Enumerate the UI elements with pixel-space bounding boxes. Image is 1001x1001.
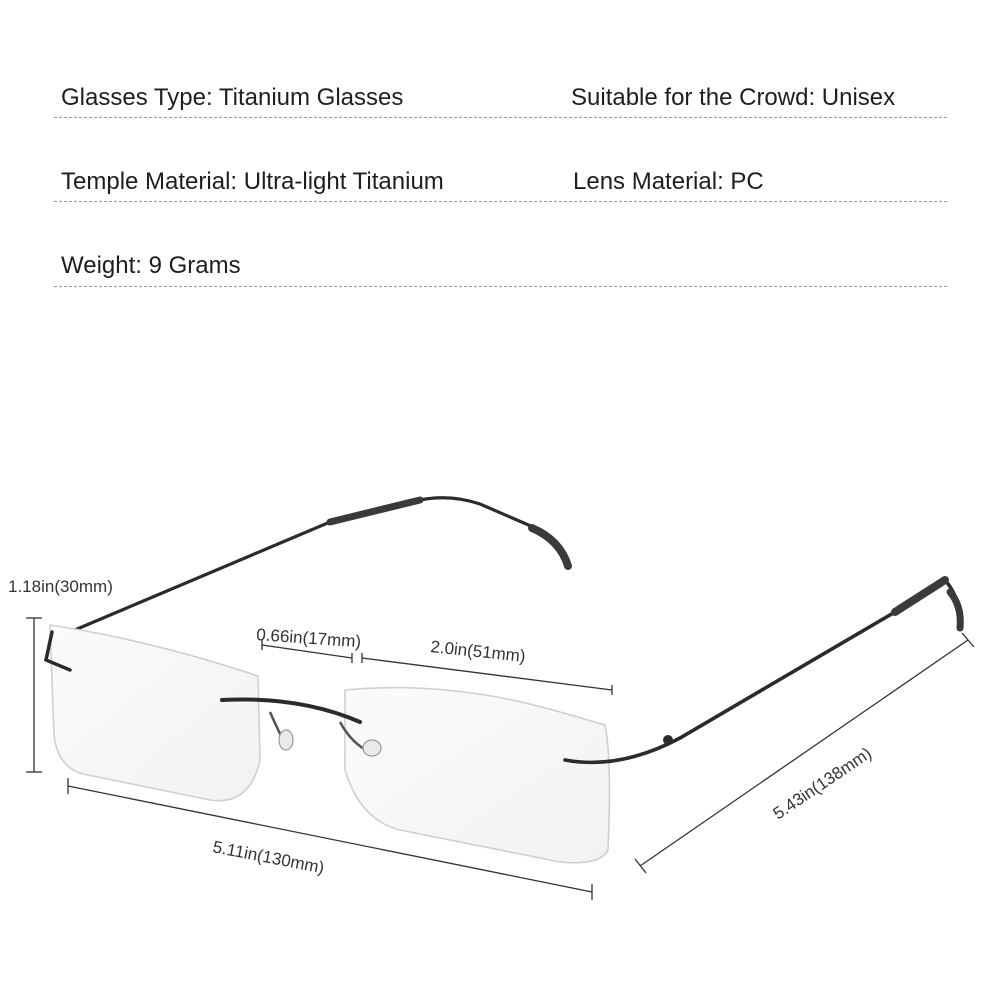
bridge xyxy=(220,697,382,757)
spec-crowd: Suitable for the Crowd: Unisex xyxy=(571,84,896,111)
lens-height-dimension: 1.18in(30mm) xyxy=(8,577,113,773)
spec-weight: Weight: 9 Grams xyxy=(61,252,241,279)
spec-divider-3 xyxy=(54,286,947,287)
lens-width-dimension: 2.0in(51mm) xyxy=(361,637,613,695)
spec-divider-1 xyxy=(54,117,947,118)
spec-glasses-type: Glasses Type: Titanium Glasses xyxy=(61,84,404,111)
temple-length-dimension: 5.43in(138mm) xyxy=(634,632,975,874)
lens-width-label: 2.0in(51mm) xyxy=(430,637,527,666)
bridge-width-dimension: 0.66in(17mm) xyxy=(256,625,362,663)
temple-length-label: 5.43in(138mm) xyxy=(770,744,875,824)
far-temple-arm xyxy=(68,496,572,634)
lens-height-label: 1.18in(30mm) xyxy=(8,577,113,596)
left-lens xyxy=(43,624,261,802)
right-lens xyxy=(344,686,611,864)
spec-lens-material: Lens Material: PC xyxy=(573,168,764,195)
bridge-width-label: 0.66in(17mm) xyxy=(256,625,362,651)
spec-divider-2 xyxy=(54,201,947,202)
spec-temple-material: Temple Material: Ultra-light Titanium xyxy=(61,168,444,195)
near-temple-arm xyxy=(563,576,964,765)
frame-width-label: 5.11in(130mm) xyxy=(211,837,326,877)
